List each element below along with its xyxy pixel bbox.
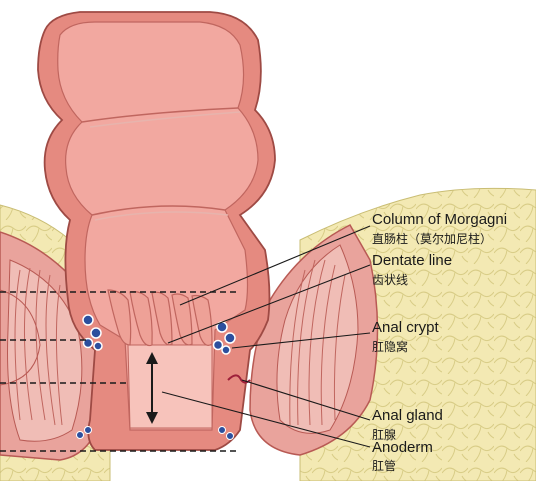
label-dentate-line-en: Dentate line — [372, 252, 452, 269]
right-anal-glands — [212, 321, 236, 355]
label-anoderm-zh: 肛管 — [372, 458, 396, 473]
label-anal-crypt: Anal crypt 肛隐窝 — [372, 319, 440, 354]
leader-lines — [161, 225, 371, 448]
anal-verge-dots — [76, 426, 234, 440]
label-dentate-line-zh: 齿状线 — [372, 273, 408, 287]
anal-canal-length-arrow — [146, 352, 158, 424]
anal-gland-duct — [227, 374, 251, 384]
rectal-folds — [81, 107, 241, 221]
left-anal-glands — [82, 314, 103, 351]
label-anoderm-en: Anoderm — [372, 439, 433, 456]
label-anal-crypt-en: Anal crypt — [372, 319, 440, 336]
label-dentate-line: Dentate line 齿状线 — [372, 252, 452, 287]
label-anal-gland: Anal gland 肛腺 — [372, 407, 443, 442]
anal-canal — [127, 344, 213, 429]
reference-dashed-lines — [0, 291, 240, 452]
label-anal-gland-en: Anal gland — [372, 407, 443, 424]
columns-of-morgagni — [107, 289, 213, 347]
label-anal-crypt-zh: 肛隐窝 — [372, 339, 408, 354]
label-column-of-morgagni-en: Column of Morgagni — [372, 211, 507, 228]
label-anal-gland-zh: 肛腺 — [372, 428, 396, 442]
label-column-of-morgagni-zh: 直肠柱（莫尔加尼柱） — [372, 231, 492, 246]
label-column-of-morgagni: Column of Morgagni 直肠柱（莫尔加尼柱） — [372, 211, 507, 246]
label-anoderm: Anoderm 肛管 — [372, 439, 433, 473]
